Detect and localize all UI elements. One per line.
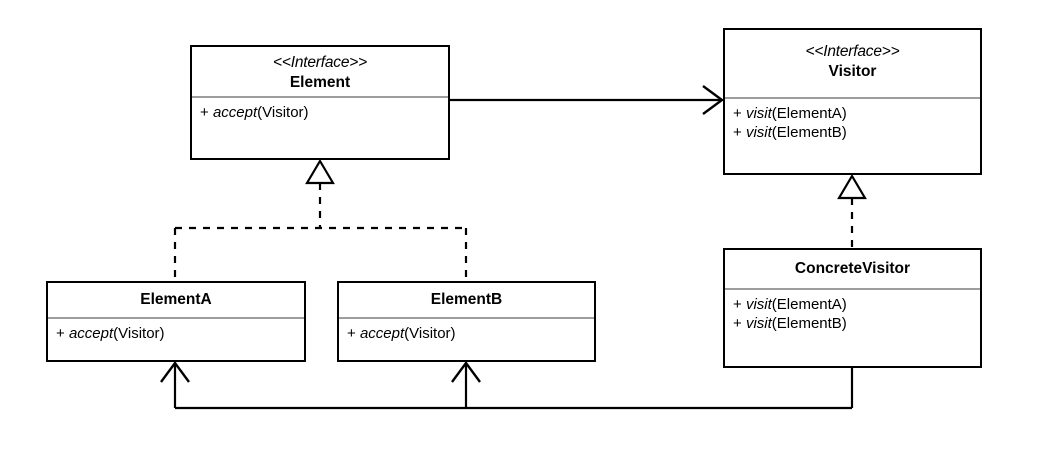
operation-params: (ElementA)	[771, 296, 847, 313]
operation-row: + accept(Visitor)	[56, 324, 304, 343]
operation-visibility: +	[733, 124, 742, 141]
class-box-element[interactable]: <<Interface>> Element + accept(Visitor)	[190, 45, 450, 160]
compartment-divider-elementb	[339, 317, 594, 319]
operation-visibility: +	[200, 104, 209, 121]
operation-row: + visit(ElementA)	[733, 295, 980, 314]
operation-row: + visit(ElementB)	[733, 314, 980, 333]
stereotype-element: <<Interface>>	[273, 54, 367, 71]
compartment-divider-visitor	[725, 97, 980, 99]
class-name-element: Element	[289, 74, 351, 91]
operation-name: accept	[68, 325, 114, 342]
operation-params: (Visitor)	[257, 104, 309, 121]
operation-name: visit	[745, 105, 772, 122]
edge-concretevisitor-realizes-visitor	[837, 173, 867, 248]
operation-name: accept	[212, 104, 258, 121]
operations-concretevisitor: + visit(ElementA) + visit(ElementB)	[725, 290, 980, 333]
operation-row: + visit(ElementB)	[733, 123, 980, 142]
operation-name: visit	[745, 315, 772, 332]
operation-params: (ElementA)	[771, 105, 847, 122]
operation-visibility: +	[733, 105, 742, 122]
class-box-elementb[interactable]: ElementB + accept(Visitor)	[337, 281, 596, 362]
class-header-elementa: ElementA	[48, 283, 304, 317]
compartment-divider-elementa	[48, 317, 304, 319]
edge-elements-realize-element	[173, 158, 468, 281]
operation-name: visit	[745, 296, 772, 313]
class-name-elementa: ElementA	[140, 291, 212, 308]
operation-row: + accept(Visitor)	[200, 103, 448, 122]
operation-row: + accept(Visitor)	[347, 324, 594, 343]
operation-params: (Visitor)	[404, 325, 456, 342]
class-name-visitor: Visitor	[828, 63, 877, 80]
operation-params: (Visitor)	[113, 325, 165, 342]
class-name-concretevisitor: ConcreteVisitor	[794, 260, 911, 277]
class-header-element: <<Interface>> Element	[192, 47, 448, 96]
operation-row: + visit(ElementA)	[733, 104, 980, 123]
operation-visibility: +	[733, 315, 742, 332]
class-box-elementa[interactable]: ElementA + accept(Visitor)	[46, 281, 306, 362]
operations-visitor: + visit(ElementA) + visit(ElementB)	[725, 99, 980, 142]
operation-visibility: +	[56, 325, 65, 342]
operations-elementb: + accept(Visitor)	[339, 319, 594, 343]
operation-name: accept	[359, 325, 405, 342]
operation-name: visit	[745, 124, 772, 141]
class-header-visitor: <<Interface>> Visitor	[725, 30, 980, 97]
class-name-elementb: ElementB	[430, 291, 503, 308]
operations-elementa: + accept(Visitor)	[48, 319, 304, 343]
operation-params: (ElementB)	[771, 315, 847, 332]
class-header-elementb: ElementB	[339, 283, 594, 317]
class-box-visitor[interactable]: <<Interface>> Visitor + visit(ElementA) …	[723, 28, 982, 175]
operations-element: + accept(Visitor)	[192, 98, 448, 122]
compartment-divider-element	[192, 96, 448, 98]
edge-element-uses-visitor	[450, 85, 725, 115]
operation-params: (ElementB)	[771, 124, 847, 141]
edge-concretevisitor-visits-elements	[160, 360, 854, 410]
class-box-concretevisitor[interactable]: ConcreteVisitor + visit(ElementA) + visi…	[723, 248, 982, 368]
class-header-concretevisitor: ConcreteVisitor	[725, 250, 980, 288]
operation-visibility: +	[347, 325, 356, 342]
operation-visibility: +	[733, 296, 742, 313]
stereotype-visitor: <<Interface>>	[805, 43, 900, 60]
compartment-divider-concretevisitor	[725, 288, 980, 290]
